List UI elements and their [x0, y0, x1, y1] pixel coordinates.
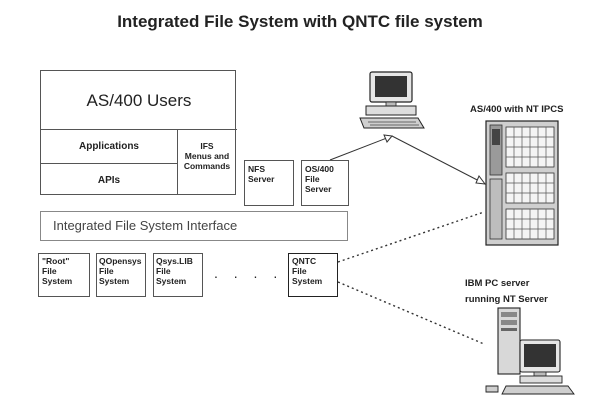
- os400-server-line: File: [305, 174, 320, 184]
- root-file-system-box: "Root" File System: [38, 253, 90, 297]
- ifs-menus-commands-label: IFS Menus and Commands: [178, 141, 236, 171]
- fs-line: File: [156, 266, 171, 276]
- as400-nt-ipcs-label: AS/400 with NT IPCS: [470, 104, 564, 115]
- fs-line: "Root": [42, 256, 70, 266]
- applications-label: Applications: [78, 141, 139, 152]
- as400-users-box: AS/400 Users Applications APIs IFS Menus…: [40, 70, 237, 195]
- qntc-line: File: [292, 266, 307, 276]
- fs-line: File: [99, 266, 114, 276]
- divider: [41, 129, 237, 130]
- ifs-menus-line: Menus and: [184, 151, 230, 161]
- as400-users-label: AS/400 Users: [86, 91, 192, 110]
- pc-server-label-line: IBM PC server: [465, 278, 530, 289]
- os400-server-line: OS/400: [305, 164, 334, 174]
- pc-server-label-line: running NT Server: [465, 294, 548, 305]
- nfs-server-line: Server: [248, 174, 275, 184]
- fs-line: File: [42, 266, 57, 276]
- fs-line: System: [156, 276, 187, 286]
- qntc-line: QNTC: [292, 256, 317, 266]
- ifs-menus-line: Commands: [183, 161, 231, 171]
- ifs-menus-line: IFS: [200, 141, 214, 151]
- qsys-lib-file-system-box: Qsys.LIB File System: [153, 253, 203, 297]
- divider: [41, 163, 177, 164]
- diagram-title: Integrated File System with QNTC file sy…: [117, 12, 483, 31]
- qopensys-file-system-box: QOpensys File System: [96, 253, 146, 297]
- divider: [177, 129, 178, 195]
- fs-line: QOpensys: [99, 256, 142, 266]
- ifs-interface-bar: Integrated File System Interface: [40, 211, 348, 241]
- qntc-file-system-box: QNTC File System: [288, 253, 338, 297]
- dotted-line-qntc-pc-server: [337, 281, 485, 345]
- os400-file-server-box: OS/400 File Server: [301, 160, 349, 206]
- line-workstation-to-as400: [391, 135, 486, 185]
- pc-server-icon: [485, 307, 575, 395]
- fs-line: System: [99, 276, 130, 286]
- workstation-computer-icon: [359, 71, 425, 129]
- dotted-line-qntc-as400: [337, 211, 485, 263]
- fs-line: System: [42, 276, 73, 286]
- ellipsis: . . . .: [214, 265, 284, 281]
- nfs-server-box: NFS Server: [244, 160, 294, 206]
- fs-line: Qsys.LIB: [156, 256, 193, 266]
- pc-server-label: IBM PC server running NT Server: [465, 276, 548, 308]
- arrowhead-workstation: [383, 134, 393, 143]
- line-server-to-workstation: [329, 135, 393, 161]
- apis-label: APIs: [97, 175, 121, 186]
- nfs-server-line: NFS: [248, 164, 265, 174]
- arrowhead-as400: [475, 175, 487, 185]
- as400-server-icon: [485, 120, 559, 246]
- os400-server-line: Server: [305, 184, 332, 194]
- qntc-line: System: [292, 276, 323, 286]
